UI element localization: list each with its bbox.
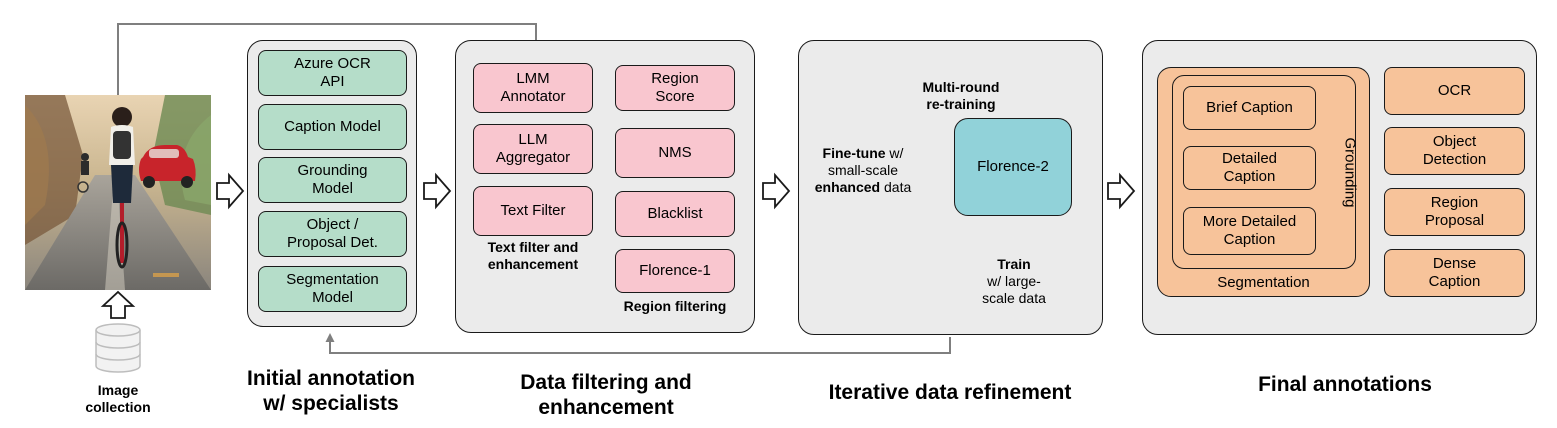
blacklist-box: Blacklist — [615, 191, 735, 237]
region-proposal-box: Region Proposal — [1384, 188, 1525, 236]
stage3-title: Iterative data refinement — [828, 381, 1072, 404]
lmm-annotator-box: LMM Annotator — [473, 63, 593, 113]
nms-box: NMS — [615, 128, 735, 178]
specialist-azure-ocr: Azure OCR API — [258, 50, 407, 96]
finetune-bold-text-2: enhanced — [814, 179, 881, 195]
grounding-label-wrap: Grounding — [1320, 112, 1380, 232]
stage2-title: Data filtering and enhancement — [520, 371, 692, 419]
collection-up-arrow — [100, 290, 136, 319]
ocr-box: OCR — [1384, 67, 1525, 115]
database-icon — [95, 323, 141, 373]
florence2-model-box: Florence-2 — [954, 118, 1072, 216]
stage-arrow-4 — [1107, 172, 1136, 210]
finetune-text-2: small-scale — [827, 162, 898, 178]
stage-arrow-1 — [216, 172, 245, 210]
more-detailed-caption-box: More Detailed Caption — [1183, 207, 1316, 255]
stage-arrow-2 — [423, 172, 452, 210]
stage-arrow-3 — [762, 172, 791, 210]
multiround-label: Multi-round re-training — [922, 79, 1000, 112]
specialist-segmentation-model: Segmentation Model — [258, 266, 407, 312]
input-image — [25, 95, 211, 290]
dense-caption-box: Dense Caption — [1384, 249, 1525, 297]
specialist-object-proposal: Object / Proposal Det. — [258, 211, 407, 257]
specialist-grounding-model: Grounding Model — [258, 157, 407, 203]
text-filter-caption: Text filter and enhancement — [487, 239, 579, 272]
stage1-title: Initial annotation w/ specialists — [247, 367, 415, 415]
street-scene-illustration — [25, 95, 211, 290]
region-score-box: Region Score — [615, 65, 735, 111]
brief-caption-box: Brief Caption — [1183, 86, 1316, 130]
florence1-box: Florence-1 — [615, 249, 735, 293]
llm-aggregator-box: LLM Aggregator — [473, 124, 593, 174]
object-detection-box: Object Detection — [1384, 127, 1525, 175]
detailed-caption-box: Detailed Caption — [1183, 146, 1316, 190]
grounding-label: Grounding — [1341, 136, 1359, 208]
region-filter-caption: Region filtering — [623, 298, 727, 314]
specialist-caption-model: Caption Model — [258, 104, 407, 150]
image-collection-label: Image collection — [85, 382, 151, 415]
text-filter-box: Text Filter — [473, 186, 593, 236]
train-text: w/ large- scale data — [982, 273, 1046, 306]
train-bold-text: Train — [997, 256, 1031, 272]
finetune-text-3: data — [880, 179, 912, 195]
finetune-text-1: w/ — [885, 145, 904, 161]
stage4-title: Final annotations — [1258, 373, 1432, 396]
refinement-feedback-line — [325, 333, 951, 354]
finetune-bold-text: Fine-tune — [822, 145, 886, 161]
segmentation-label: Segmentation — [1217, 274, 1310, 291]
